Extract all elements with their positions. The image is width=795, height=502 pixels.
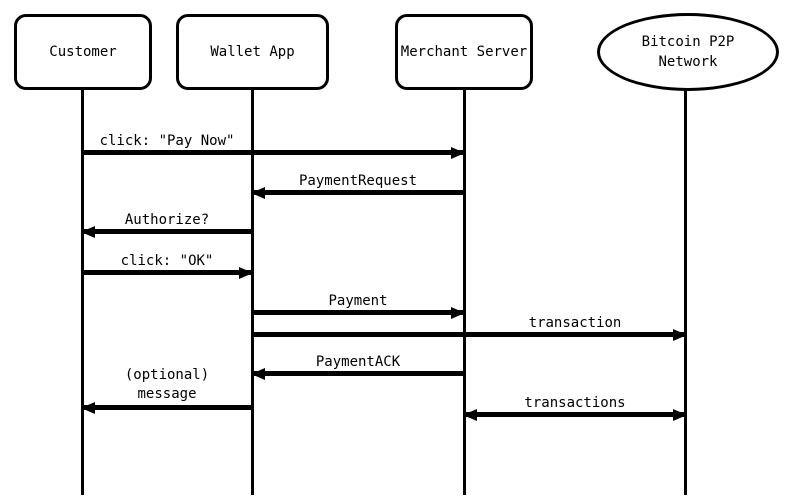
participant-customer: Customer bbox=[14, 14, 152, 90]
message-label-payment: Payment bbox=[328, 293, 388, 309]
message-label-click-ok: click: "OK" bbox=[120, 253, 214, 269]
participant-merchant-server: Merchant Server bbox=[395, 14, 533, 90]
participant-merchant-server-label: Merchant Server bbox=[400, 44, 528, 60]
arrowhead-left-icon bbox=[251, 367, 265, 380]
message-arrow-payment-ack bbox=[251, 367, 464, 380]
lifeline-customer bbox=[81, 90, 84, 495]
lifeline-merchant-server bbox=[463, 90, 466, 495]
arrowhead-right-icon bbox=[451, 306, 465, 319]
participant-bitcoin-p2p-network: Bitcoin P2P Network bbox=[597, 13, 779, 91]
message-arrow-authorize bbox=[81, 225, 252, 238]
message-arrow-transaction bbox=[252, 328, 687, 341]
arrowhead-right-icon bbox=[673, 328, 687, 341]
lifeline-wallet-app bbox=[251, 90, 254, 495]
arrowhead-left-icon bbox=[463, 408, 477, 421]
message-label-click-pay-now: click: "Pay Now" bbox=[99, 133, 235, 149]
arrowhead-left-icon bbox=[251, 186, 265, 199]
message-arrow-click-ok bbox=[82, 266, 253, 279]
message-label-authorize: Authorize? bbox=[124, 212, 210, 228]
lifeline-bitcoin-p2p-network bbox=[684, 90, 687, 495]
arrowhead-left-icon bbox=[81, 401, 95, 414]
message-arrow-payment-request bbox=[251, 186, 464, 199]
message-label-payment-request: PaymentRequest bbox=[298, 173, 418, 189]
arrowhead-right-icon bbox=[239, 266, 253, 279]
arrowhead-left-icon bbox=[81, 225, 95, 238]
message-arrow-optional-message bbox=[81, 401, 252, 414]
message-label-transaction: transaction bbox=[528, 315, 622, 331]
message-label-payment-ack: PaymentACK bbox=[315, 354, 401, 370]
arrowhead-right-icon bbox=[673, 408, 687, 421]
participant-wallet-app-label: Wallet App bbox=[210, 44, 295, 60]
message-label-optional-message: (optional) message bbox=[124, 367, 210, 402]
participant-bitcoin-p2p-network-label: Bitcoin P2P Network bbox=[641, 34, 735, 70]
message-arrow-transactions bbox=[463, 408, 687, 421]
participant-customer-label: Customer bbox=[49, 44, 117, 60]
message-arrow-payment bbox=[252, 306, 465, 319]
participant-wallet-app: Wallet App bbox=[176, 14, 329, 90]
message-arrow-click-pay-now bbox=[82, 146, 465, 159]
arrowhead-right-icon bbox=[451, 146, 465, 159]
message-label-transactions: transactions bbox=[524, 395, 626, 411]
